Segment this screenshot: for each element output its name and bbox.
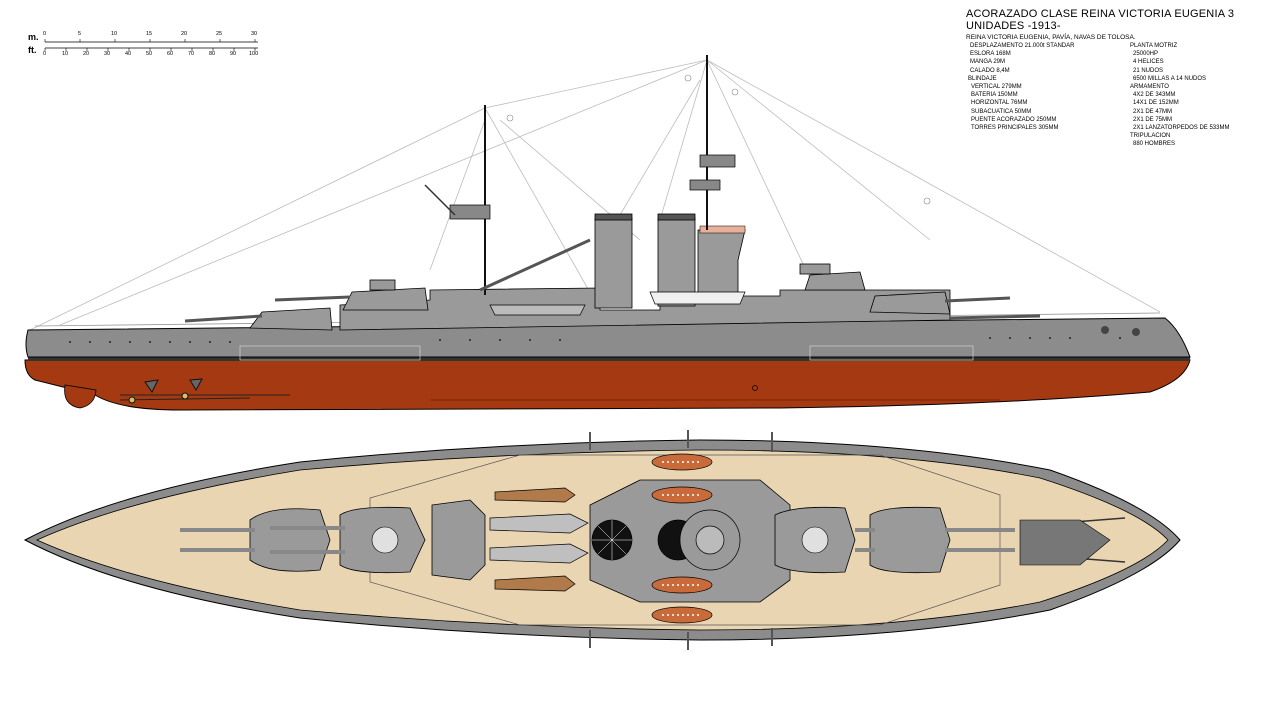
scale-bar <box>44 39 258 51</box>
hull-underwater <box>24 359 1191 411</box>
spec-item: VERTICAL 279MM <box>971 84 1022 91</box>
scale-unit-m: m. <box>28 32 39 42</box>
scale-ft-tick: 100 <box>249 51 259 57</box>
spec-item: TRIPULACION <box>1130 133 1171 140</box>
spec-item: PLANTA MOTRIZ <box>1130 43 1178 49</box>
spec-item: 6500 MILLAS A 14 NUDOS <box>1133 75 1207 82</box>
specs-right: PLANTA MOTRIZ 25000HP 4 HELICES 21 NUDOS… <box>1130 42 1229 149</box>
plan-view <box>23 430 1181 650</box>
spec-item: 880 HOMBRES <box>1133 141 1176 148</box>
spec-item: SUBACUATICA 50MM <box>971 108 1032 115</box>
spec-item: PUENTE ACORAZADO 250MM <box>971 116 1057 123</box>
spec-item: CALADO 8,4M <box>970 67 1010 74</box>
spec-item: HORIZONTAL 76MM <box>971 100 1028 107</box>
scale-ft-tick: 80 <box>209 51 216 57</box>
spec-item: MANGA 29M <box>970 59 1006 66</box>
scale-ft-tick: 40 <box>125 51 132 57</box>
scale-ft-tick: 30 <box>104 51 111 57</box>
spec-item: DESPLAZAMENTO 21.000t STANDAR <box>970 43 1075 49</box>
spec-item: ARMAMENTO <box>1130 84 1169 91</box>
title-block: ACORAZADO CLASE REINA VICTORIA EUGENIA 3… <box>966 8 1234 32</box>
scale-ft-tick: 60 <box>167 51 174 57</box>
specs-left: DESPLAZAMENTO 21.000t STANDAR ESLORA 168… <box>968 42 1074 132</box>
scale-ft-tick: 20 <box>83 51 90 57</box>
scale-unit-ft: ft. <box>28 45 37 55</box>
portholes <box>69 337 1121 343</box>
rigging <box>29 59 1161 331</box>
spec-item: 21 NUDOS <box>1133 67 1164 74</box>
scale-ft-tick: 10 <box>62 51 69 57</box>
spec-item: 2X1 DE 47MM <box>1133 108 1173 115</box>
scale-m-tick: 25 <box>216 31 223 37</box>
title-line-2: UNIDADES -1913- <box>966 20 1061 32</box>
scale-ft-tick: 90 <box>230 51 237 57</box>
scale-m-tick: 0 <box>43 31 47 37</box>
spec-item: BATERIA 150MM <box>971 92 1018 99</box>
spec-item: 25000HP <box>1133 51 1159 58</box>
spec-item: TORRES PRINCIPALES 305MM <box>971 125 1059 132</box>
spec-item: 4X2 DE 343MM <box>1133 92 1176 99</box>
title-line-1: ACORAZADO CLASE REINA VICTORIA EUGENIA 3 <box>966 8 1235 20</box>
spec-item: 2X1 LANZATORPEDOS DE 533MM <box>1133 125 1230 132</box>
scale-m-tick: 15 <box>146 31 153 37</box>
spec-item: 14X1 DE 152MM <box>1133 100 1179 107</box>
scale-m-tick: 20 <box>181 31 188 37</box>
scale-m-tick: 30 <box>251 31 258 37</box>
scale-m-tick: 5 <box>78 31 82 37</box>
spec-item: BLINDAJE <box>968 75 997 82</box>
spec-item: 4 HELICES <box>1133 59 1164 66</box>
scale-ft-tick: 70 <box>188 51 195 57</box>
scale-m-tick: 10 <box>111 31 118 37</box>
ship-names: REINA VICTORIA EUGENIA, PAVÍA, NAVAS DE … <box>966 34 1136 41</box>
scale-ft-tick: 50 <box>146 51 153 57</box>
spec-item: 2X1 DE 75MM <box>1133 116 1173 123</box>
spec-item: ESLORA 168M <box>970 51 1011 58</box>
side-profile <box>24 55 1191 411</box>
scale-ft-tick: 0 <box>43 51 47 57</box>
